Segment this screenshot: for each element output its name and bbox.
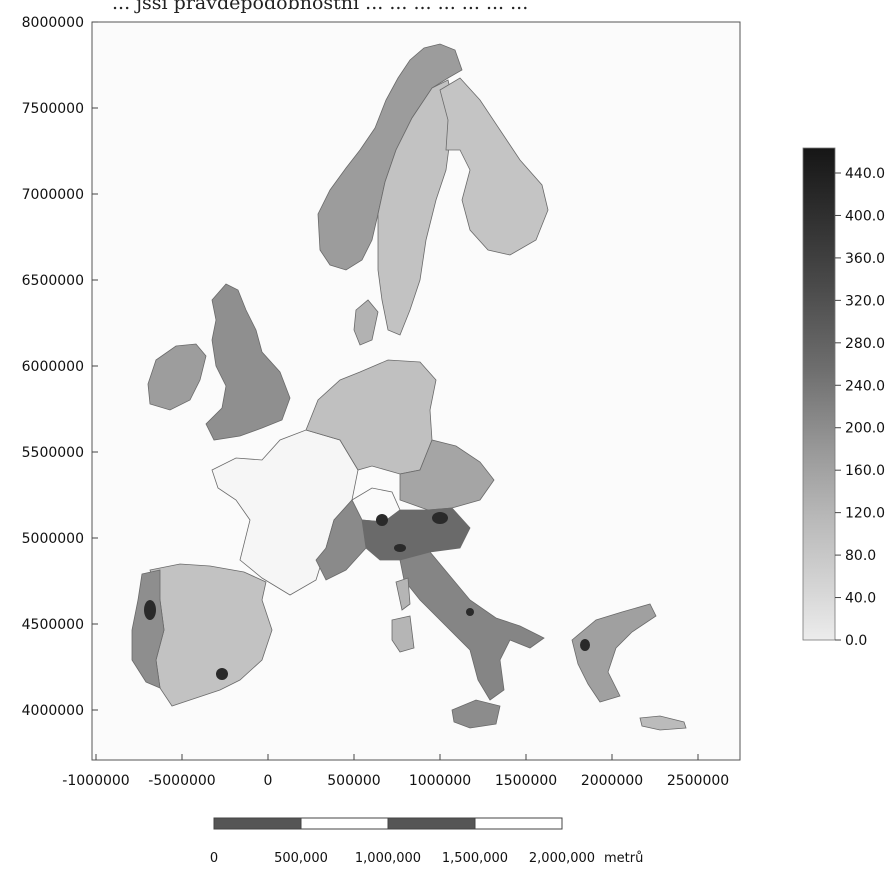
region-greece [571,603,657,703]
colour-legend: 440.0 400.0 360.0 320.0 280.0 240.0 200.0 160.0… [802,147,885,649]
y-tick-label: 7500000 [22,101,84,117]
scale-label: 1,000,000 [355,851,421,866]
legend-tick-label: 240.0 [845,378,885,394]
y-tick-label: 6500000 [22,273,84,289]
region-italy [399,551,545,701]
legend-tick-label: 40.0 [845,591,876,607]
region-sicily [451,699,501,729]
region-portugal [131,569,165,689]
legend-tick-label: 320.0 [845,293,885,309]
legend-tick-label: 200.0 [845,421,885,437]
region-sardinia [391,577,415,653]
scale-seg-2 [300,817,389,830]
region-britain [205,283,291,441]
region-germany [305,359,437,475]
scale-seg-1 [213,817,302,830]
legend-colorbar [802,147,836,641]
legend-tick-label: 80.0 [845,548,876,564]
x-tick-label: 2000000 [581,773,643,789]
scale-label: 0 [210,851,218,866]
y-tick-label: 6000000 [22,359,84,375]
scale-seg-4 [474,817,563,830]
region-denmark [353,299,379,346]
y-tick-label: 5000000 [22,531,84,547]
scale-seg-3 [387,817,476,830]
scale-label: 1,500,000 [442,851,508,866]
legend-tick-label: 360.0 [845,251,885,267]
y-tick-label: 4500000 [22,617,84,633]
x-tick-label: 2500000 [667,773,729,789]
x-tick-label: -5000000 [148,773,215,789]
scale-label: 2,000,000 [529,851,595,866]
y-axis: 8000000 7500000 7000000 6500000 6000000 55000… [22,15,98,719]
scale-unit-label: metrů [604,851,643,866]
map-hotspots [144,512,590,680]
y-tick-label: 4000000 [22,703,84,719]
legend-tick-label: 440.0 [845,166,885,182]
legend-tick-label: 280.0 [845,336,885,352]
region-crete [639,715,687,731]
y-tick-label: 5500000 [22,445,84,461]
legend-tick-label: 120.0 [845,506,885,522]
y-tick-label: 8000000 [22,15,84,31]
region-southeast-france [315,499,367,581]
legend-tick-label: 0.0 [845,633,867,649]
region-finland [439,77,549,256]
x-tick-label: 1500000 [495,773,557,789]
legend-tick-label: 400.0 [845,208,885,224]
x-axis: -1000000 -5000000 0 500000 1000000 1500000 200… [62,754,729,789]
region-ireland [147,343,207,411]
scale-bar: 0 500,000 1,000,000 1,500,000 2,000,000 metrů [210,817,643,866]
scale-label: 500,000 [274,851,328,866]
x-tick-label: 500000 [327,773,380,789]
caption-fragment: ... jšší pravděpodobnostní ... ... ... .… [112,0,529,14]
x-tick-label: -1000000 [62,773,129,789]
region-sweden [377,79,456,336]
region-norway [317,43,463,271]
x-tick-label: 0 [264,773,273,789]
legend-tick-label: 160.0 [845,463,885,479]
region-central-europe [399,439,495,511]
y-tick-label: 7000000 [22,187,84,203]
x-tick-label: 1000000 [409,773,471,789]
